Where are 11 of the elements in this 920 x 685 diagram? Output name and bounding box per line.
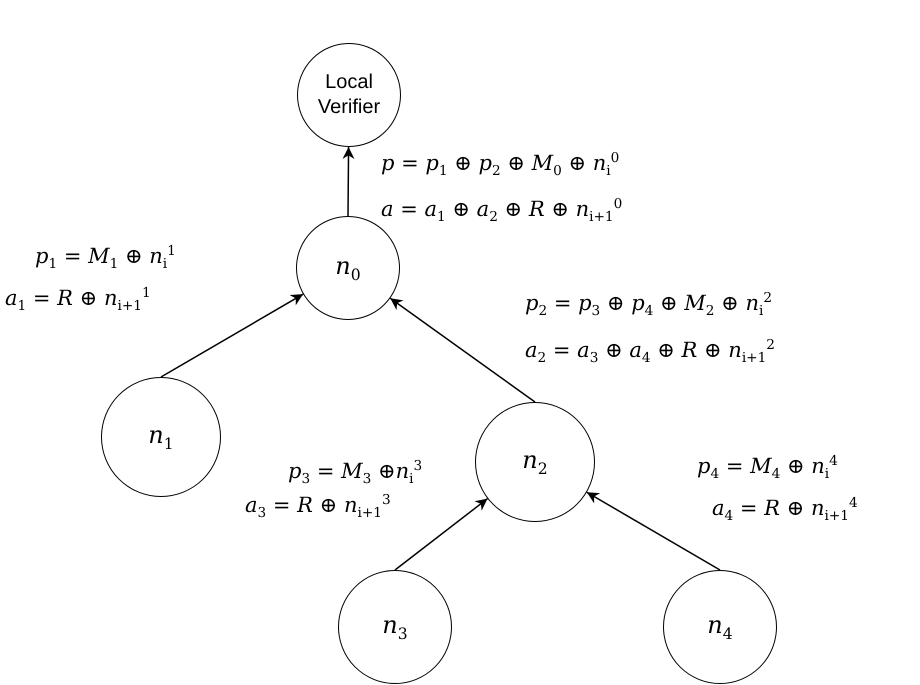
node-label: n$_{2}$	[522, 446, 548, 478]
node-label: n$_{0}$	[335, 252, 361, 284]
arrow	[586, 492, 720, 571]
arrow	[160, 294, 304, 378]
arrow	[342, 147, 354, 216]
node-label: Local Verifier	[316, 70, 382, 120]
arrow	[394, 498, 488, 571]
node-label: n$_{1}$	[148, 421, 174, 453]
node-label: n$_{4}$	[707, 611, 733, 643]
arrow	[390, 298, 536, 403]
node-label: n$_{3}$	[382, 611, 408, 643]
